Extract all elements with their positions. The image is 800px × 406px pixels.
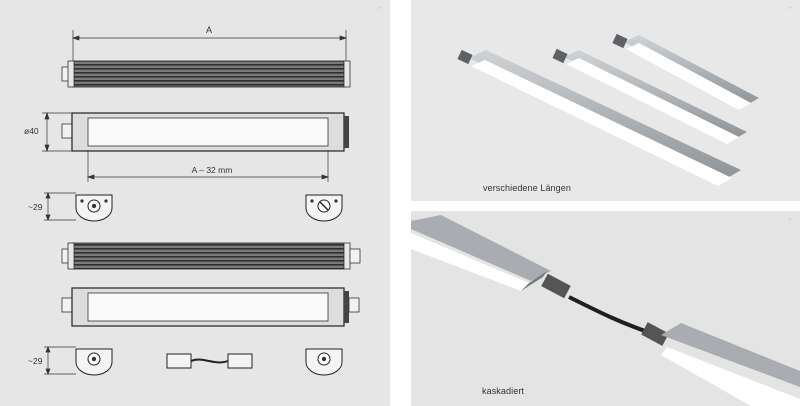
corner-mark: ⌜ [788,6,793,16]
front-view-top [61,112,349,152]
light-bar-lower [661,323,800,406]
dimension-diameter-label: ø40 [24,126,39,136]
dimension-inner-label: A – 32 mm [192,165,233,175]
corner-mark: ⌜ [788,217,793,227]
dimension-a [71,30,348,62]
caption-cascaded: kaskadiert [482,386,525,396]
dimension-height-bottom [44,346,76,375]
front-view-bottom [61,287,360,327]
light-bar-upper [411,215,551,291]
dimension-height-bottom-label: ~29 [28,356,43,366]
ribbed-profile-top [61,60,351,88]
cascaded-bars-image [411,215,800,406]
dimension-inner [86,150,330,182]
light-bar-long [457,49,741,186]
dimension-diameter [42,111,72,153]
dimension-height-top [44,192,76,221]
ribbed-profile-bottom [61,242,361,270]
end-cap-right-bottom [305,348,343,376]
cable-connector [541,273,669,346]
technical-drawing: A ø40 A [24,25,361,376]
end-cap-left-top [75,194,113,222]
light-bar-short [612,33,759,110]
cable-connector-drawing [166,353,253,369]
corner-mark: ⌜ [377,6,382,16]
end-cap-left-bottom [75,348,113,376]
technical-drawing-panel: ⌜ A [0,0,390,406]
caption-different-lengths: verschiedene Längen [483,183,571,193]
photo-cascaded: ⌜ kaskadiert [411,211,800,406]
light-bar-medium [552,48,747,144]
dimension-a-label: A [206,25,212,35]
photo-different-lengths: ⌜ verschiedene Längen [411,0,800,201]
dimension-height-top-label: ~29 [28,202,43,212]
end-cap-right-top [305,194,343,222]
light-bars-image [457,33,759,186]
